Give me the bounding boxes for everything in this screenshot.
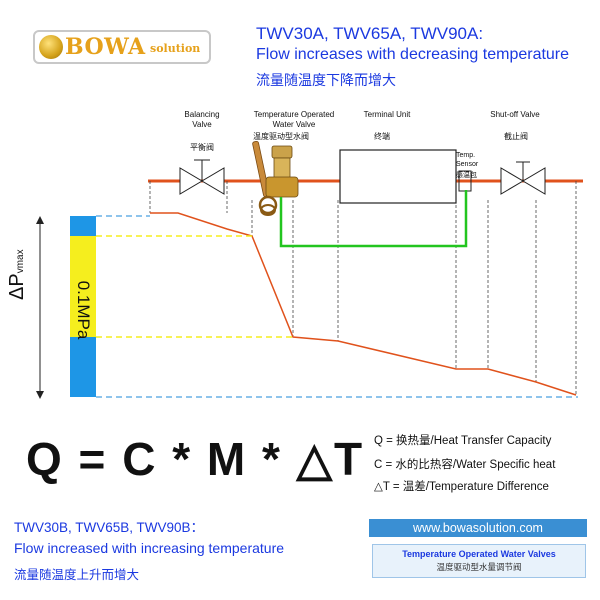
logo-suffix: solution — [150, 42, 201, 55]
arrow-up-icon — [36, 216, 44, 224]
temp-valve-label: Temperature Operated Water Valve — [248, 110, 340, 130]
models-b-description: Flow increased with increasing temperatu… — [14, 540, 285, 556]
valve-triangle — [522, 167, 546, 195]
shutoff-valve-zh: 截止阀 — [504, 132, 528, 141]
balancing-valve-icon — [179, 159, 225, 195]
valve-cap — [271, 145, 293, 159]
valve-spring-housing — [273, 157, 291, 179]
legend-t: △T = 温差/Temperature Difference — [374, 481, 549, 493]
product-title: Temperature Operated Water Valves — [402, 549, 556, 559]
balancing-valve-zh: 平衡阀 — [190, 143, 214, 152]
models-a-description: Flow increases with decreasing temperatu… — [256, 46, 570, 63]
valve-capillary-coil — [260, 204, 276, 216]
balancing-valve-line1: Balancing — [184, 110, 220, 119]
arrow-down-icon — [36, 391, 44, 399]
sensor-capillary-line — [279, 190, 468, 248]
temp-valve-line1: Temperature Operated — [253, 110, 335, 119]
terminal-unit-box — [339, 149, 457, 204]
terminal-unit-zh: 终端 — [374, 132, 390, 141]
pressure-bar-yellow — [70, 236, 96, 337]
product-box: Temperature Operated Water Valves 温度驱动型水… — [372, 544, 586, 578]
bowa-logo: BOWA solution — [33, 30, 211, 64]
balancing-valve-label: Balancing Valve — [178, 110, 226, 130]
legend-c: C = 水的比热容/Water Specific heat — [374, 459, 556, 471]
logo-emblem-icon — [39, 35, 63, 59]
legend-q: Q = 换热量/Heat Transfer Capacity — [374, 435, 552, 447]
models-a-description-zh: 流量随温度下降而增大 — [256, 72, 396, 88]
valve-capillary-coil — [258, 195, 278, 215]
shutoff-valve-label: Shut-off Valve — [490, 110, 540, 119]
terminal-unit-label: Terminal Unit — [363, 110, 411, 119]
temp-sensor-line2: Sensor — [456, 161, 479, 168]
logo-brand: BOWA — [65, 34, 146, 60]
balancing-valve-line2: Valve — [192, 120, 212, 129]
temp-valve-zh: 温度驱动型水阀 — [253, 132, 309, 141]
models-a-title: TWV30A, TWV65A, TWV90A: — [256, 24, 484, 43]
valve-triangle — [500, 167, 524, 195]
models-b-description-zh: 流量随温度上升而增大 — [14, 568, 140, 582]
bar-label-container: 0.1MPa — [70, 228, 96, 391]
delta-p-symbol: ΔP — [6, 273, 28, 300]
product-title-zh: 温度驱动型水量调节阀 — [436, 563, 522, 573]
delta-p-subscript: vmax — [15, 249, 26, 274]
website-url[interactable]: www.bowasolution.com — [369, 519, 587, 537]
guide-lines — [149, 181, 577, 395]
temp-valve-line2: Water Valve — [272, 120, 316, 129]
shutoff-valve-icon — [500, 161, 546, 195]
heat-formula: Q = C * M * △T — [26, 433, 365, 485]
delta-p-label: ΔPvmax — [6, 249, 29, 300]
pressure-drop-line — [150, 212, 577, 396]
valve-body — [265, 176, 299, 198]
valve-triangle — [179, 167, 203, 195]
bar-label: 0.1MPa — [74, 280, 93, 339]
temp-sensor-label: Temp. Sensor — [456, 151, 484, 169]
temperature-valve-icon — [252, 140, 299, 216]
temp-sensor-zh: 感温包 — [456, 171, 477, 179]
models-b-title: TWV30B, TWV65B, TWV90B： — [14, 520, 205, 535]
valve-triangle — [201, 167, 225, 195]
temp-sensor-line1: Temp. — [456, 152, 476, 159]
